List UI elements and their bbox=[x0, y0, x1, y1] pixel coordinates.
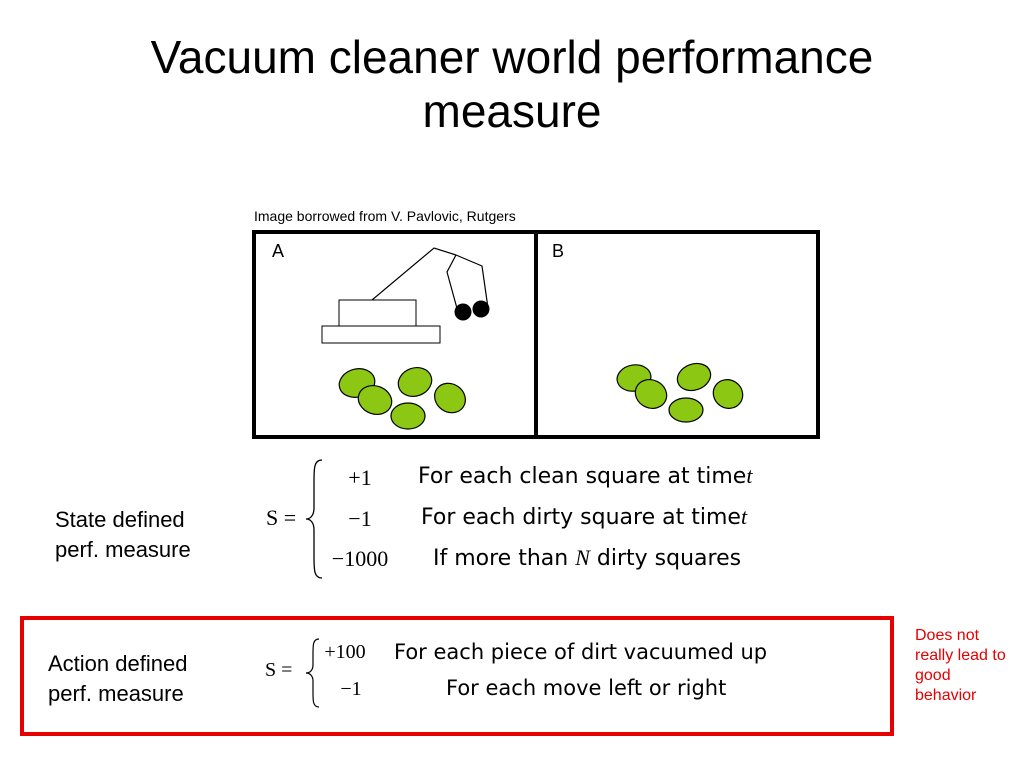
dirt-blob bbox=[712, 379, 744, 409]
dirt-blob bbox=[668, 397, 704, 423]
state-row-3-value: −1000 bbox=[331, 546, 389, 571]
side-note: Does not really lead to good behavior bbox=[915, 627, 1006, 704]
state-row-2-value: −1 bbox=[348, 506, 372, 531]
dirt-blob bbox=[397, 367, 433, 397]
action-measure-highlight-box bbox=[20, 616, 894, 736]
state-row-1-value: +1 bbox=[348, 465, 372, 490]
room-a-label: A bbox=[272, 241, 284, 261]
title-line-2: measure bbox=[422, 85, 602, 137]
action-row-2-desc: For each move left or right bbox=[446, 676, 727, 700]
action-row-2-value: −1 bbox=[340, 678, 362, 700]
state-row-3-var: N bbox=[575, 545, 590, 570]
action-measure-lhs: S = bbox=[265, 659, 293, 681]
state-label-line-1: State defined bbox=[55, 507, 185, 532]
state-label-line-2: perf. measure bbox=[55, 537, 191, 562]
image-credit: Image borrowed from V. Pavlovic, Rutgers bbox=[254, 208, 516, 224]
slide-title: Vacuum cleaner world performance measure bbox=[0, 30, 1024, 138]
state-row-3-desc: If more than N dirty squares bbox=[433, 545, 742, 571]
vacuum-world-figure: A B bbox=[252, 230, 820, 439]
dirt-blob bbox=[357, 385, 393, 415]
action-measure-label: Action defined perf. measure bbox=[48, 649, 187, 709]
state-row-2-desc: For each dirty square at timet bbox=[421, 504, 748, 530]
state-measure-label: State defined perf. measure bbox=[55, 505, 191, 565]
room-b-label: B bbox=[552, 241, 564, 261]
action-row-1-desc: For each piece of dirt vacuumed up bbox=[394, 640, 768, 664]
state-row-1-var: t bbox=[746, 463, 753, 488]
dirt-blob bbox=[634, 379, 668, 409]
state-left-brace bbox=[305, 459, 323, 579]
dirt-group-room-b bbox=[616, 362, 744, 423]
action-label-line-2: perf. measure bbox=[48, 681, 184, 706]
title-line-1: Vacuum cleaner world performance bbox=[150, 31, 874, 83]
action-row-1-value: +100 bbox=[324, 641, 366, 663]
state-row-2-var: t bbox=[740, 504, 748, 529]
dirt-blob bbox=[676, 362, 712, 392]
dirt-blob bbox=[390, 402, 426, 430]
dirt-group-room-a bbox=[338, 367, 466, 430]
state-measure-lhs: S = bbox=[266, 505, 297, 530]
state-row-1-desc: For each clean square at timet bbox=[418, 463, 753, 489]
vacuum-robot-icon bbox=[321, 247, 490, 344]
action-label-line-1: Action defined bbox=[48, 651, 188, 676]
dirt-blob bbox=[434, 382, 466, 414]
action-left-brace bbox=[305, 638, 320, 708]
